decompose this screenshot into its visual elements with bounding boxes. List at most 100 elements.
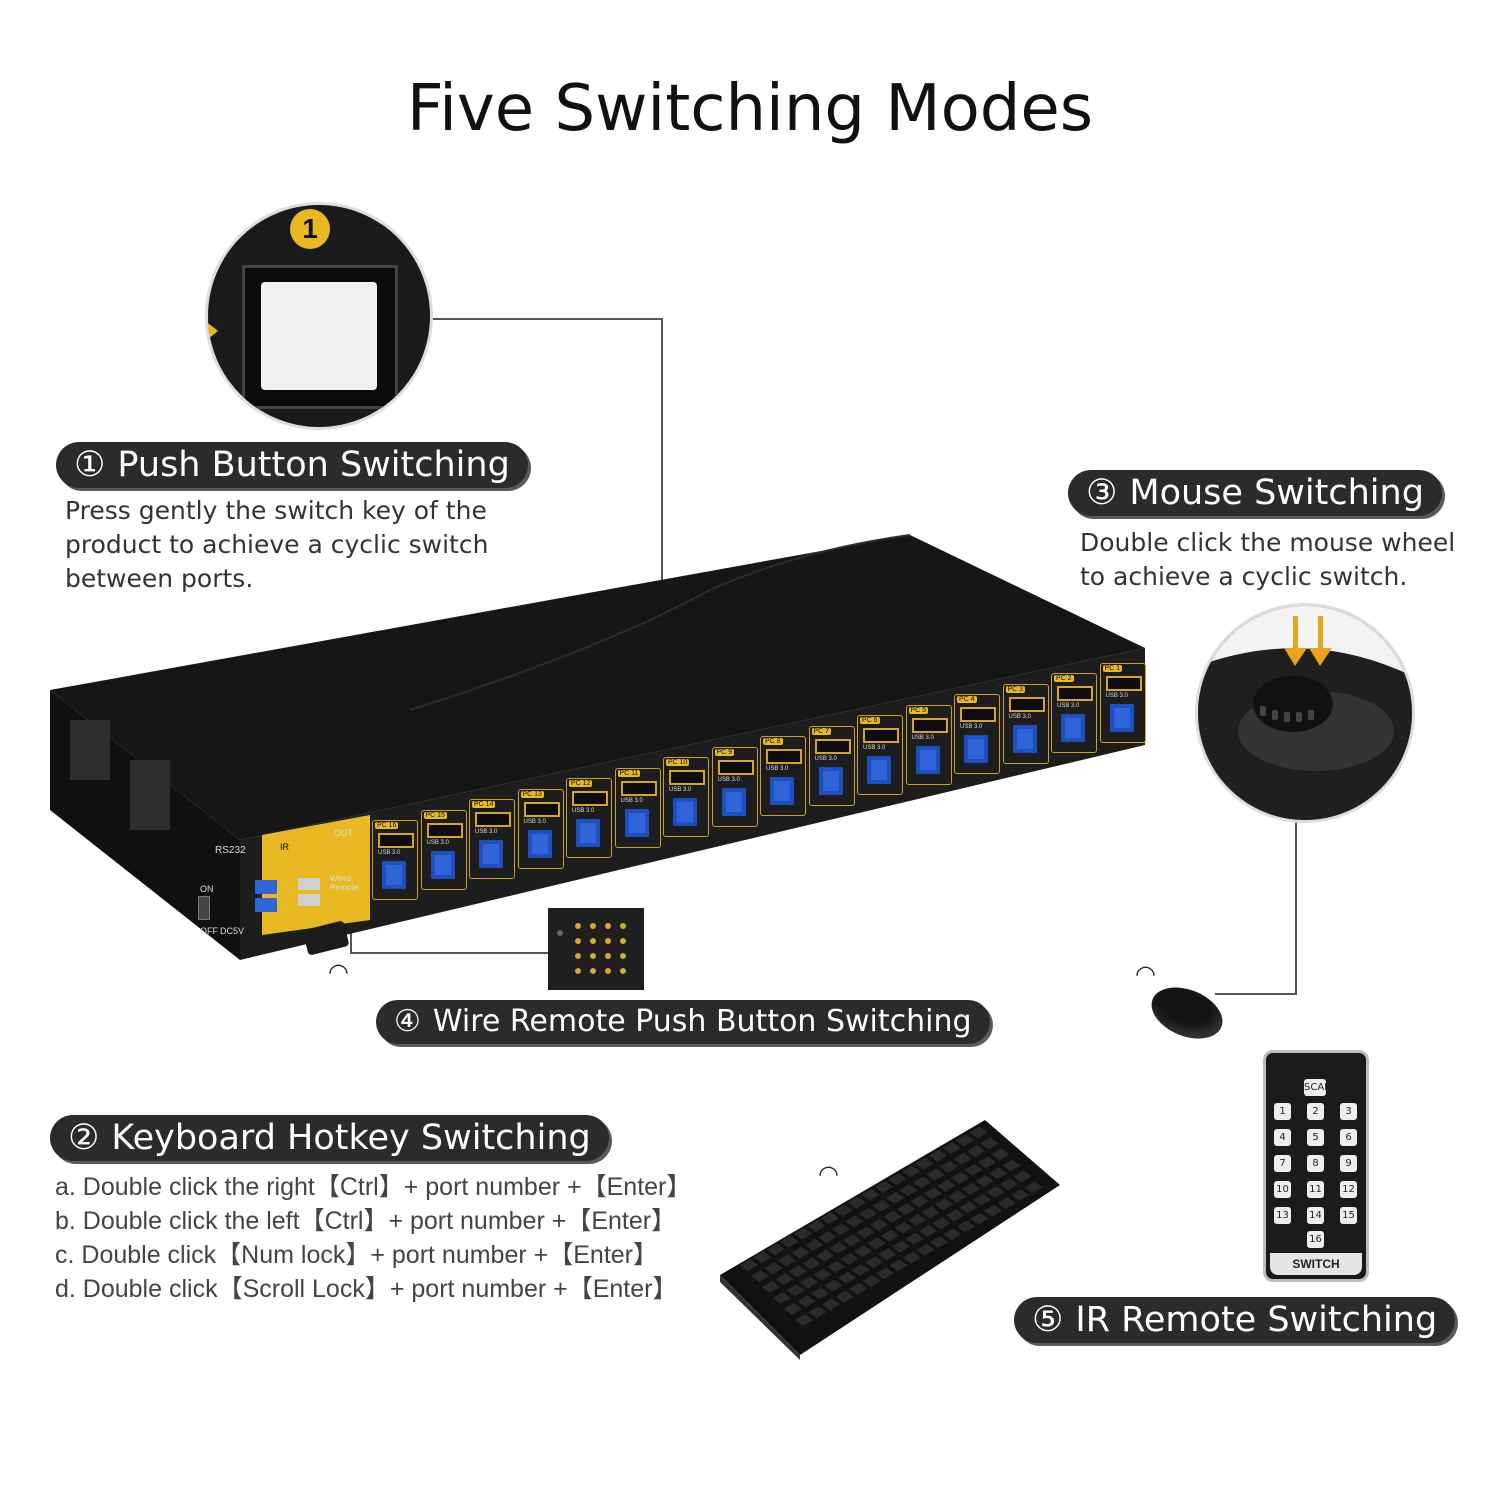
usb-b-port[interactable] bbox=[673, 798, 697, 826]
push-button-key[interactable] bbox=[261, 282, 377, 390]
remote-button[interactable]: 12 bbox=[1340, 1181, 1357, 1198]
remote-button[interactable]: 4 bbox=[1274, 1129, 1291, 1146]
hdmi-port[interactable] bbox=[620, 780, 657, 796]
power-switch[interactable] bbox=[198, 896, 210, 920]
mode-label: IR Remote Switching bbox=[1075, 1300, 1438, 1340]
desc-line: Press gently the switch key of the bbox=[65, 496, 487, 525]
usb-b-port[interactable] bbox=[1012, 724, 1037, 753]
hdmi-port[interactable] bbox=[911, 717, 948, 733]
usb-b-port[interactable] bbox=[915, 745, 940, 774]
mode-push-button-description: Press gently the switch key of the produ… bbox=[65, 494, 488, 596]
usb-label: USB 3.0 bbox=[863, 745, 886, 751]
hdmi-port[interactable] bbox=[766, 749, 802, 764]
keyboard-key bbox=[978, 1156, 996, 1169]
remote-button[interactable]: 15 bbox=[1340, 1207, 1357, 1224]
remote-button[interactable]: 11 bbox=[1307, 1181, 1324, 1198]
keyboard-key bbox=[791, 1246, 810, 1259]
keyboard-key bbox=[800, 1276, 818, 1289]
keyboard-key bbox=[835, 1290, 854, 1303]
keyboard-key bbox=[951, 1171, 969, 1184]
usb-b-port[interactable] bbox=[770, 777, 794, 805]
remote-button[interactable]: 16 bbox=[1307, 1231, 1324, 1248]
hdmi-port[interactable] bbox=[669, 770, 705, 785]
hdmi-port[interactable] bbox=[426, 822, 463, 838]
mouse-wheel-zoom bbox=[1198, 606, 1412, 820]
mode-number: ① bbox=[74, 445, 106, 485]
mode-number: ④ bbox=[394, 1004, 421, 1039]
wireless-mouse[interactable] bbox=[1144, 977, 1230, 1049]
remote-button[interactable]: 3 bbox=[1340, 1103, 1357, 1120]
remote-button[interactable]: 7 bbox=[1274, 1155, 1291, 1172]
remote-button[interactable]: 5 bbox=[1307, 1129, 1324, 1146]
hdmi-port[interactable] bbox=[814, 738, 851, 754]
hdmi-port[interactable] bbox=[1008, 696, 1045, 712]
usb-label: USB 3.0 bbox=[1105, 692, 1128, 699]
usb-b-port[interactable] bbox=[624, 808, 649, 837]
usb-b-port[interactable] bbox=[479, 840, 503, 868]
remote-button[interactable]: 14 bbox=[1307, 1207, 1324, 1224]
usb-b-port[interactable] bbox=[430, 850, 455, 879]
hdmi-port[interactable] bbox=[523, 801, 560, 817]
usb-b-port[interactable] bbox=[1061, 714, 1085, 742]
remote-button[interactable]: 2 bbox=[1307, 1103, 1324, 1120]
connector-line-mouse-v bbox=[1295, 822, 1297, 994]
hdmi-port[interactable] bbox=[863, 728, 899, 743]
keyboard-key bbox=[797, 1295, 816, 1308]
keyboard-key bbox=[902, 1165, 920, 1178]
usb-b-port[interactable] bbox=[382, 861, 406, 889]
hdmi-port[interactable] bbox=[717, 759, 754, 775]
remote-button[interactable]: 1 bbox=[1274, 1103, 1291, 1120]
remote-button[interactable]: 6 bbox=[1340, 1129, 1357, 1146]
usb-hub-port-1[interactable] bbox=[255, 880, 277, 894]
keyboard-key bbox=[980, 1137, 999, 1150]
usb-hub-port-2[interactable] bbox=[255, 898, 277, 912]
usb-hub-port-3[interactable] bbox=[298, 878, 320, 890]
remote-button[interactable]: SCAN bbox=[1304, 1079, 1332, 1096]
usb-b-port[interactable] bbox=[964, 735, 988, 763]
usb-b-port[interactable] bbox=[576, 819, 600, 847]
usb-hub-port-4[interactable] bbox=[298, 894, 320, 906]
hdmi-port[interactable] bbox=[1105, 675, 1142, 691]
usb-b-port[interactable] bbox=[721, 787, 746, 816]
keyboard-key bbox=[908, 1214, 926, 1226]
keyboard-key bbox=[919, 1225, 937, 1237]
hdmi-port[interactable] bbox=[572, 791, 608, 806]
port-label: PC 12 bbox=[569, 780, 593, 787]
keyboard-key bbox=[843, 1234, 861, 1247]
remote-button[interactable]: 10 bbox=[1274, 1181, 1291, 1198]
remote-button[interactable]: 9 bbox=[1340, 1155, 1357, 1172]
keyboard-key bbox=[808, 1306, 827, 1319]
keyboard-key bbox=[775, 1273, 794, 1286]
wireless-keyboard bbox=[720, 1120, 1060, 1360]
keyboard-key bbox=[997, 1197, 1016, 1209]
hdmi-port[interactable] bbox=[960, 707, 996, 722]
wireless-signal-icon: ◠ bbox=[1135, 961, 1156, 988]
remote-button[interactable]: 8 bbox=[1307, 1155, 1324, 1172]
hdmi-port[interactable] bbox=[1057, 686, 1093, 701]
wired-remote-box bbox=[548, 908, 644, 990]
keyboard-key bbox=[861, 1188, 880, 1201]
keyboard-key bbox=[870, 1218, 888, 1231]
connector-line-push-v bbox=[661, 318, 663, 580]
keyboard-key bbox=[943, 1228, 962, 1241]
hdmi-port[interactable] bbox=[378, 833, 414, 848]
remote-button[interactable]: 13 bbox=[1274, 1207, 1291, 1224]
usb-b-port[interactable] bbox=[527, 829, 552, 858]
hdmi-port[interactable] bbox=[475, 812, 511, 827]
keyboard-key bbox=[834, 1204, 853, 1217]
push-button-frame bbox=[242, 265, 398, 409]
usb-b-port[interactable] bbox=[867, 756, 891, 784]
badge-number: 1 bbox=[302, 213, 318, 244]
keyboard-key bbox=[876, 1267, 894, 1280]
connector-line-mouse-h bbox=[1215, 993, 1297, 995]
usb-b-port[interactable] bbox=[1109, 703, 1134, 732]
usb-b-port[interactable] bbox=[818, 766, 843, 795]
